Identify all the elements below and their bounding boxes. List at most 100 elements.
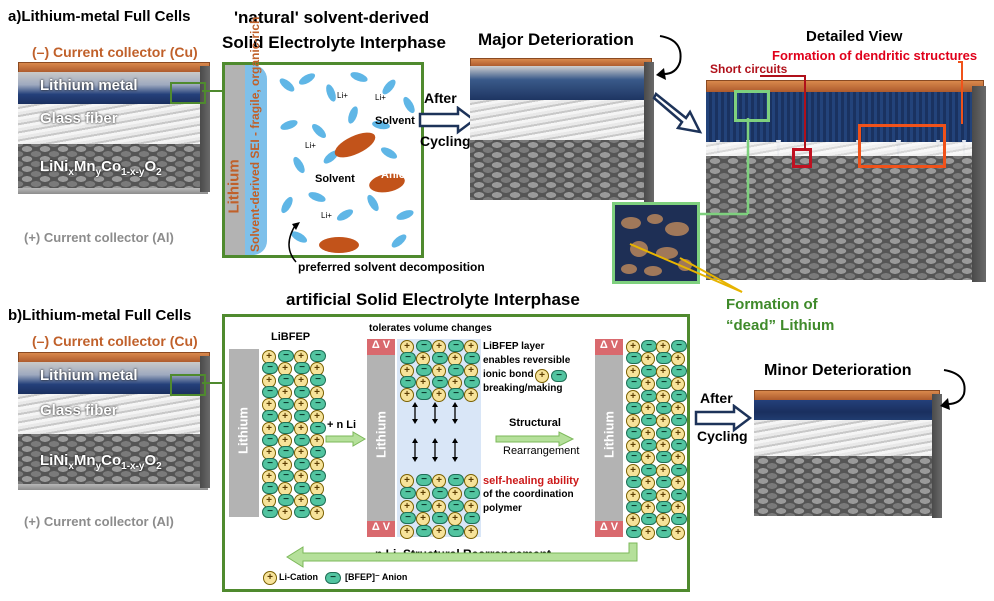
dead-li-label-2: “dead” Lithium xyxy=(726,317,835,334)
bfep-anion-icon: − xyxy=(416,525,432,538)
dendrite-marker xyxy=(858,124,946,168)
solvent-label-2: Solvent xyxy=(315,173,355,185)
zoom-marker-b xyxy=(170,374,206,396)
bfep-anion-icon: − xyxy=(400,512,416,525)
dead-li-marker xyxy=(734,90,770,122)
cc-al-label-a: (+) Current collector (Al) xyxy=(24,230,174,245)
li-cation-icon: + xyxy=(464,525,478,540)
artificial-sei-box: Lithium LiBFEP +−+−−+−++−+−−+−++−+−−+−++… xyxy=(222,314,690,592)
bfep-anion-icon: − xyxy=(671,488,687,501)
bfep-anion-icon: − xyxy=(416,474,432,486)
bond-cation-icon: + xyxy=(535,369,549,383)
lithium-bar-3 xyxy=(595,355,623,521)
libfep-label: LiBFEP xyxy=(271,331,311,343)
major-deterioration-label: Major Deterioration xyxy=(478,30,634,49)
panel-b-cc-cu-label: (–) Current collector (Cu) xyxy=(32,333,198,349)
bfep-anion-icon: − xyxy=(626,352,642,365)
li-cation-icon: + xyxy=(671,476,685,491)
zoom-marker-a xyxy=(170,82,206,104)
cathode-label-b: LiNixMnyCo1-x-yO2 xyxy=(40,452,162,472)
bfep-anion-icon: − xyxy=(656,476,672,489)
panel-b-letter: b) xyxy=(8,307,23,324)
bfep-anion-icon: − xyxy=(416,364,432,376)
li-cation-icon: + xyxy=(278,458,292,472)
cycling-label-b: Cycling xyxy=(697,428,748,444)
bfep-anion-icon: − xyxy=(671,513,687,526)
libfep-layer-2-top: +−+−+−+−+−+−+−+−+−+−+−+−+ xyxy=(399,339,480,402)
cell-side-major xyxy=(644,62,654,202)
li-metal-detail xyxy=(706,92,982,142)
li-cation-icon: + xyxy=(656,414,670,429)
bfep-anion-icon: − xyxy=(294,434,310,446)
li-cation-icon: + xyxy=(310,386,324,400)
li-cation-icon: + xyxy=(416,486,430,501)
legend-cation-icon: + xyxy=(263,571,277,585)
li-cation-icon: + xyxy=(448,486,462,501)
short-circuit-marker xyxy=(792,148,812,168)
bfep-anion-icon: − xyxy=(641,439,657,451)
bulge-arrow-major xyxy=(656,35,682,80)
coord-label-2: polymer xyxy=(483,503,522,514)
bulge-arrow-minor xyxy=(940,369,966,410)
bfep-anion-icon: − xyxy=(671,439,687,451)
delta-v-bottom-2: Δ V xyxy=(595,521,623,537)
lithium-label-2: Lithium xyxy=(373,411,389,458)
li-cation-icon: + xyxy=(400,525,414,540)
li-ion-label-3: Li+ xyxy=(321,211,332,220)
bfep-anion-icon: − xyxy=(448,364,464,376)
panel-a-title: a)Lithium-metal Full Cells xyxy=(8,8,191,25)
panel-b-title-text: Lithium-metal Full Cells xyxy=(22,307,192,324)
delta-v-bottom-1: Δ V xyxy=(367,521,395,537)
bfep-anion-icon: − xyxy=(432,486,448,499)
li-ion-label-4: Li+ xyxy=(375,93,386,102)
bfep-anion-icon: − xyxy=(400,376,416,388)
bfep-anion-icon: − xyxy=(448,340,464,352)
cathode-layer-a xyxy=(18,144,208,188)
anion-label: Anion xyxy=(381,169,413,181)
bfep-anion-icon: − xyxy=(262,458,278,470)
al-collector-a xyxy=(18,188,208,194)
li-metal-major xyxy=(470,66,650,100)
cell-side-b xyxy=(200,356,210,488)
bfep-anion-icon: − xyxy=(448,388,464,400)
bfep-anion-icon: − xyxy=(262,482,278,494)
bfep-anion-icon: − xyxy=(278,398,294,410)
li-metal-minor xyxy=(754,400,938,420)
coord-label-1: of the coordination xyxy=(483,489,574,500)
bfep-anion-icon: − xyxy=(294,362,310,374)
bfep-anion-icon: − xyxy=(400,352,416,364)
zoom-arrow-detail xyxy=(652,92,703,134)
bfep-anion-icon: − xyxy=(262,386,278,398)
box-lithium-label: Lithium xyxy=(225,159,243,214)
bfep-anion-icon: − xyxy=(626,377,642,390)
bfep-anion-icon: − xyxy=(656,525,672,538)
li-cation-icon: + xyxy=(262,422,276,436)
lithium-bar-1 xyxy=(229,349,259,517)
dendritic-label: Formation of dendritic structures xyxy=(772,48,978,63)
li-cation-icon: + xyxy=(310,506,324,520)
bfep-anion-icon: − xyxy=(464,486,480,499)
bfep-anion-icon: − xyxy=(294,458,310,470)
bfep-anion-icon: − xyxy=(626,500,642,513)
volume-change-arrows xyxy=(412,402,458,462)
al-collector-b xyxy=(18,484,208,490)
dead-li-label-1: Formation of xyxy=(726,296,818,313)
after-label-a: After xyxy=(424,90,457,106)
after-label-b: After xyxy=(700,390,733,406)
bfep-anion-icon: − xyxy=(278,470,294,482)
bfep-anion-icon: − xyxy=(641,364,657,377)
glass-fiber-layer-b xyxy=(18,394,208,434)
plus-li-label: + n Li xyxy=(327,419,357,431)
sei-strip-a xyxy=(245,65,267,255)
bfep-anion-icon: − xyxy=(432,376,448,388)
lithium-label-3: Lithium xyxy=(601,411,617,458)
bfep-anion-icon: − xyxy=(310,374,326,386)
li-cation-icon: + xyxy=(262,398,276,412)
bfep-anion-icon: − xyxy=(656,500,672,513)
li-cation-icon: + xyxy=(464,388,478,402)
layer-desc-2: enables reversible xyxy=(483,355,571,366)
bfep-anion-icon: − xyxy=(400,486,416,499)
bfep-anion-icon: − xyxy=(262,506,278,518)
li-metal-label-a: Lithium metal xyxy=(40,77,138,94)
bfep-anion-icon: − xyxy=(262,410,278,422)
